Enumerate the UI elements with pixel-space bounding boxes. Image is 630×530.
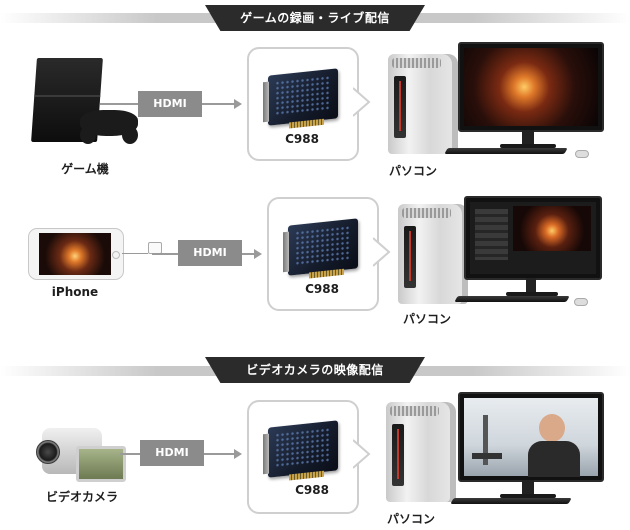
pc-label: パソコン <box>386 512 435 526</box>
capture-card-label: C988 <box>305 282 339 296</box>
keyboard-image <box>454 296 570 302</box>
iphone-image <box>28 228 124 280</box>
keyboard-image <box>444 148 568 154</box>
callout-pointer <box>373 237 391 267</box>
hdmi-label: HDMI <box>178 240 242 266</box>
camera-display-image <box>76 446 126 482</box>
capture-card-label: C988 <box>285 132 319 146</box>
capture-card-image <box>263 420 338 481</box>
monitor-base <box>506 292 558 296</box>
hdmi-label: HDMI <box>138 91 202 117</box>
section-title-game: ゲームの録画・ライブ配信 <box>205 5 425 31</box>
monitor-stand <box>522 130 534 144</box>
capture-card-image <box>283 218 358 279</box>
monitor-base <box>500 494 556 498</box>
pc-label: パソコン <box>402 312 451 326</box>
callout-pointer <box>353 439 371 469</box>
camera-lens-icon <box>36 440 60 464</box>
capture-card-label: C988 <box>295 483 329 497</box>
mouse-image <box>575 150 589 158</box>
arrow-right-icon <box>234 99 242 109</box>
monitor-stand <box>526 278 536 292</box>
mouse-image <box>574 298 588 306</box>
hdmi-label: HDMI <box>140 440 204 466</box>
keyboard-image <box>450 498 572 504</box>
game-console-label: ゲーム機 <box>61 162 109 176</box>
pc-tower-image <box>388 54 458 154</box>
video-camera-label: ビデオカメラ <box>45 490 118 504</box>
iphone-label: iPhone <box>51 285 99 299</box>
pc-monitor-image <box>458 42 604 132</box>
pc-tower-image <box>386 402 456 502</box>
callout-pointer <box>353 87 371 117</box>
pc-tower-image <box>398 204 468 304</box>
connector-line <box>122 253 148 254</box>
arrow-right-icon <box>234 449 242 459</box>
monitor-base <box>500 144 556 148</box>
capture-card-image <box>263 68 338 129</box>
arrow-right-icon <box>254 249 262 259</box>
pc-monitor-image <box>458 392 604 482</box>
game-controller-image <box>80 110 138 144</box>
monitor-stand <box>522 480 534 494</box>
pc-label: パソコン <box>388 164 437 178</box>
section-title-camera: ビデオカメラの映像配信 <box>205 357 425 383</box>
pc-monitor-image <box>464 196 602 280</box>
